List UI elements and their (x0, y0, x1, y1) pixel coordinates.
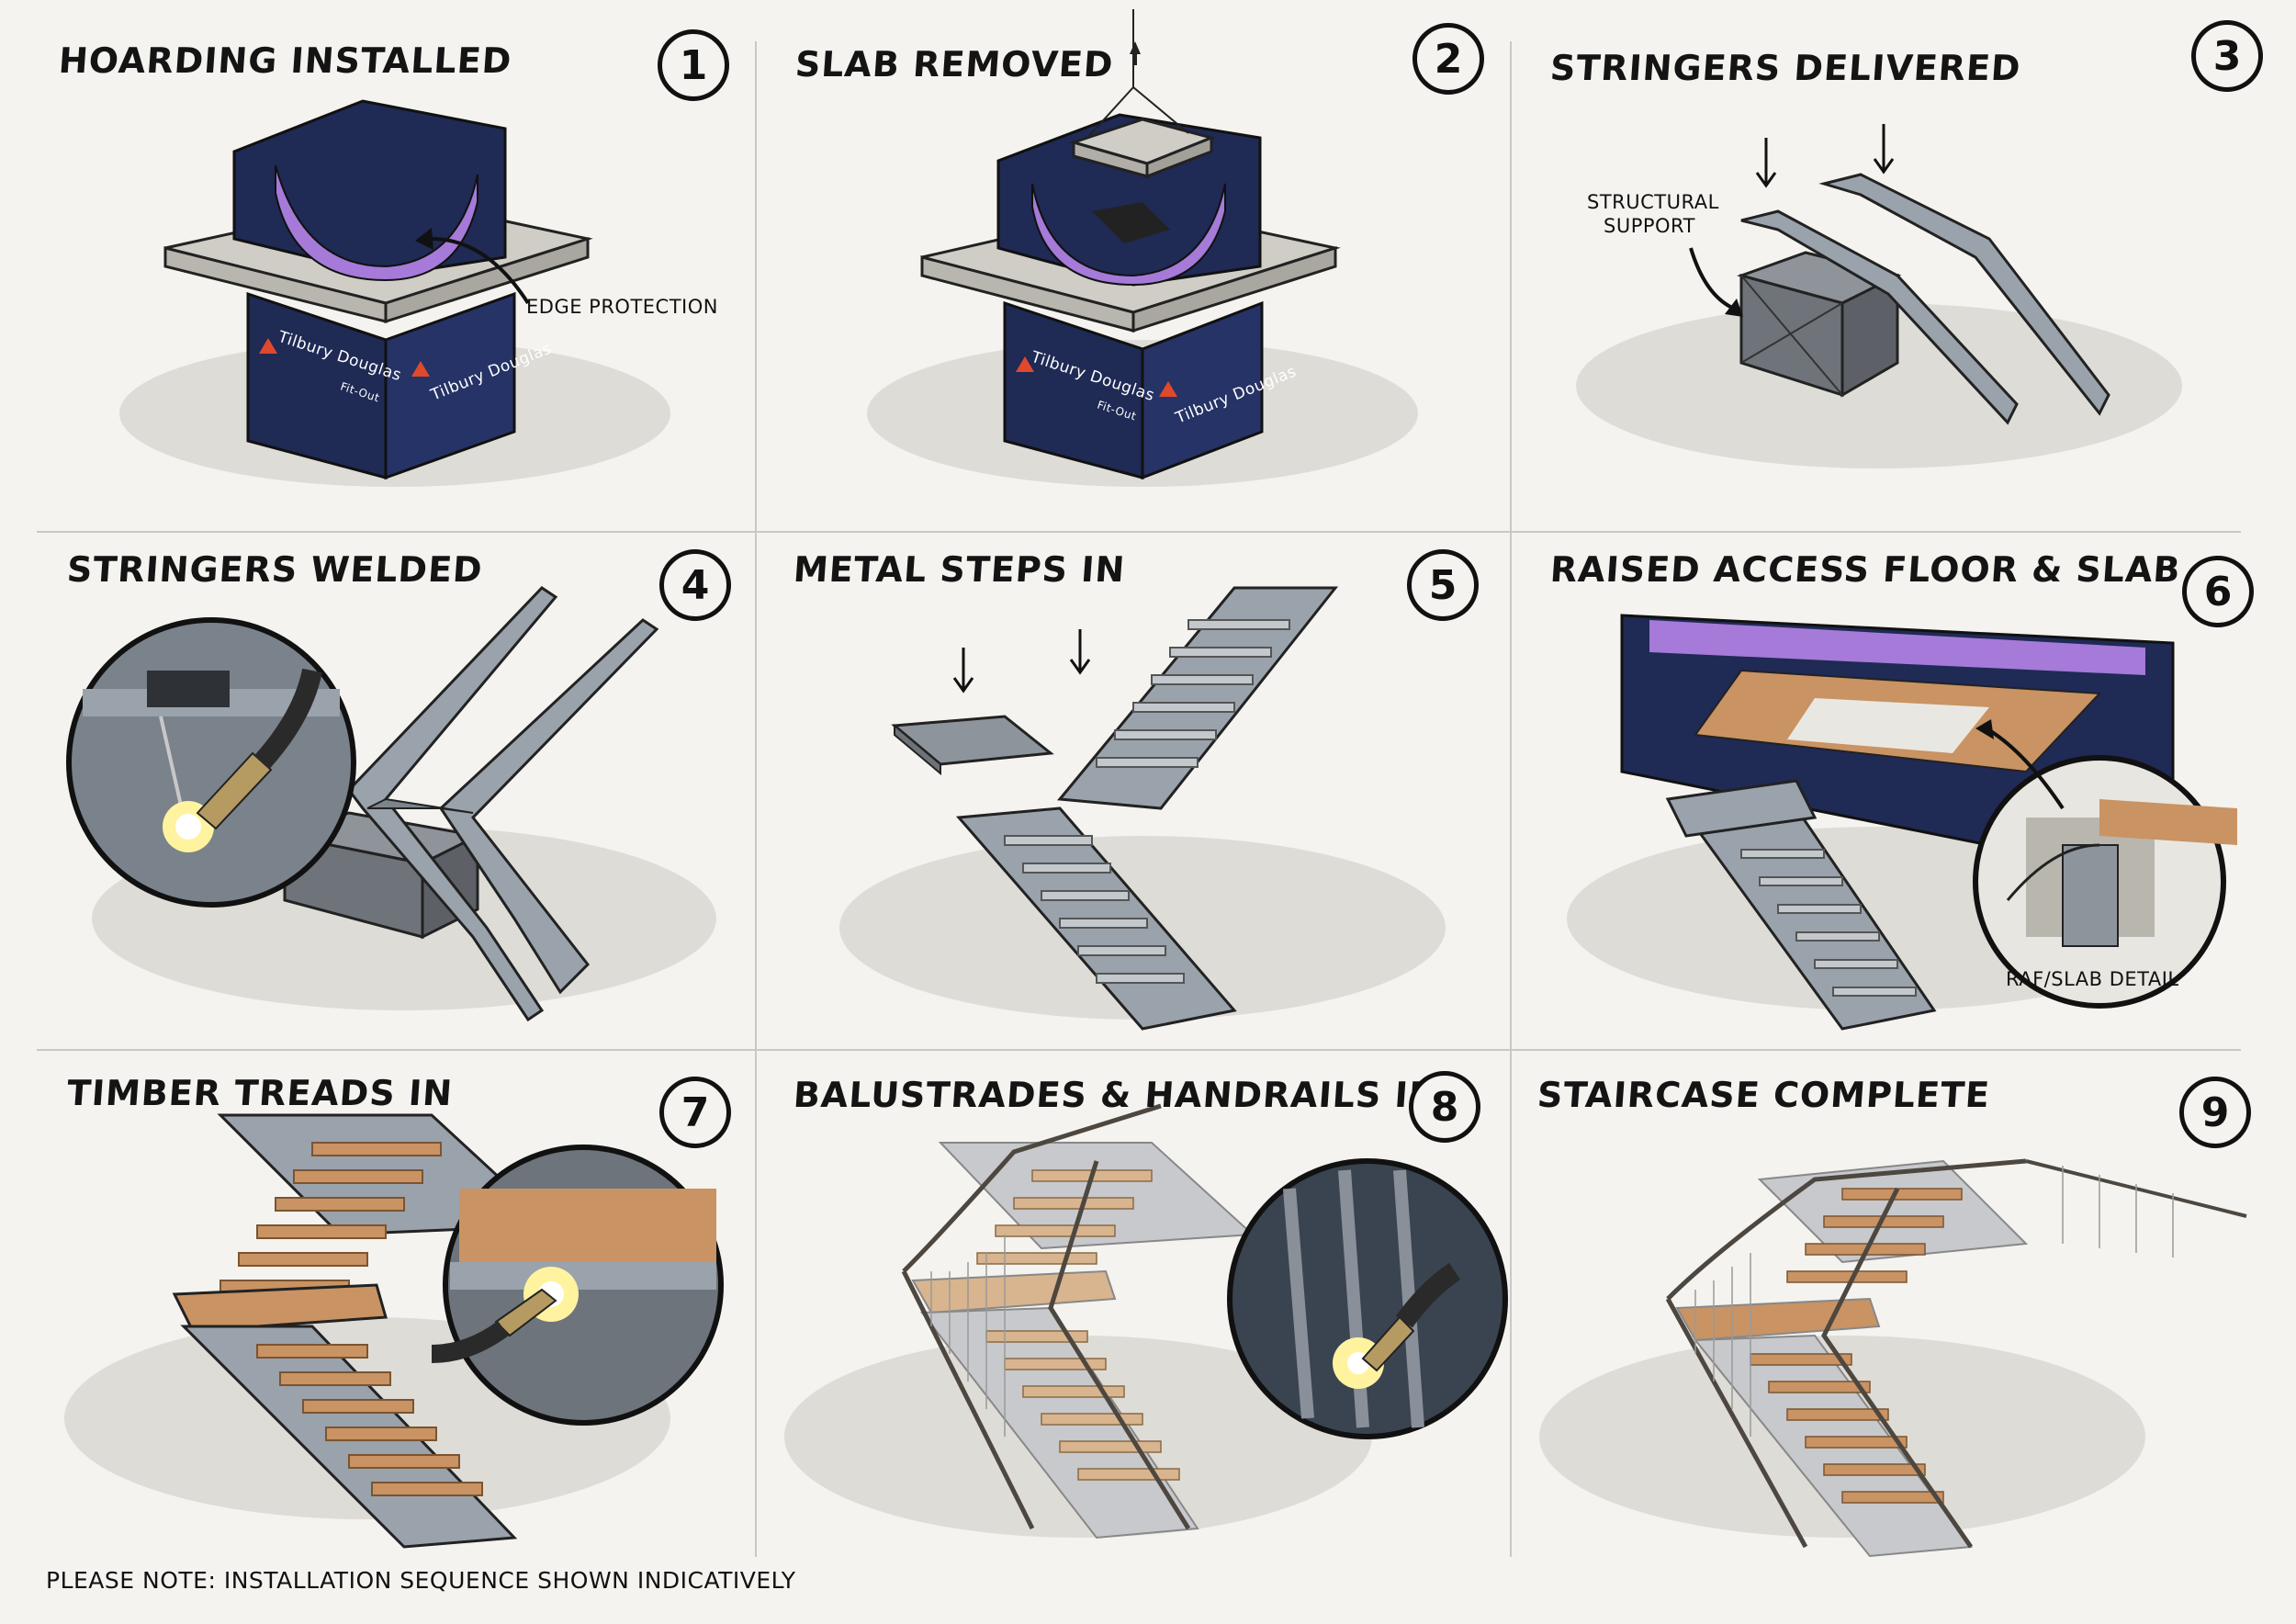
panel-5: METAL STEPS IN 5 (757, 533, 1510, 1049)
footer-note: PLEASE NOTE: INSTALLATION SEQUENCE SHOWN… (46, 1567, 796, 1594)
brand-logo-icon (259, 338, 277, 354)
edge-protection-label: EDGE PROTECTION (526, 296, 718, 318)
panel-title: TIMBER TREADS IN (65, 1073, 455, 1113)
horizontal-divider-2 (37, 1049, 2241, 1051)
hoarding-illustration (119, 99, 670, 487)
panel-title: STRINGERS DELIVERED (1548, 48, 2023, 88)
panel-title: METAL STEPS IN (792, 549, 1127, 590)
panel-title: HOARDING INSTALLED (57, 40, 513, 81)
step-number-badge: 8 (1409, 1071, 1480, 1143)
brand-logo-icon (411, 361, 430, 377)
panel-2: SLAB REMOVED 2 Tilbury Douglas Tilbury D… (757, 0, 1510, 531)
panel-9: STAIRCASE COMPLETE 9 (1512, 1051, 2296, 1562)
stringers-welded-illustration (66, 586, 716, 1022)
brand-logo-icon (1016, 356, 1034, 372)
brand-logo-icon (1159, 381, 1177, 397)
horizontal-divider-1 (37, 531, 2241, 533)
panel-7: TIMBER TREADS IN 7 (0, 1051, 755, 1562)
step-number-badge: 7 (659, 1077, 731, 1148)
step-number-badge: 1 (658, 29, 729, 101)
panel-6: RAISED ACCESS FLOOR & SLAB 6 RAF/SLAB DE… (1512, 533, 2296, 1049)
step-number-badge: 5 (1407, 549, 1479, 621)
step-number-badge: 9 (2179, 1077, 2251, 1148)
slab-removed-illustration (867, 9, 1418, 487)
panel-title: STAIRCASE COMPLETE (1536, 1075, 1992, 1115)
balustrades-illustration (784, 1103, 1508, 1539)
panel-4: STRINGERS WELDED 4 (0, 533, 755, 1049)
panel-3: STRINGERS DELIVERED 3 STRUCTURAL SUPPORT (1512, 0, 2296, 531)
metal-steps-illustration (839, 586, 1446, 1031)
timber-treads-illustration (64, 1113, 724, 1549)
panel-8: BALUSTRADES & HANDRAILS IN 8 (757, 1051, 1510, 1562)
panel-title: SLAB REMOVED (793, 44, 1115, 85)
panel-title: RAISED ACCESS FLOOR & SLAB (1548, 549, 2183, 590)
panel-title: BALUSTRADES & HANDRAILS IN (792, 1075, 1441, 1115)
step-number-badge: 4 (659, 549, 731, 621)
panel-title: STRINGERS WELDED (65, 549, 485, 590)
vertical-divider-1 (755, 41, 757, 1557)
structural-support-label-line2: SUPPORT (1604, 215, 1695, 237)
panel-1: HOARDING INSTALLED 1 EDGE PROTECTION Til… (0, 0, 755, 531)
staircase-complete-illustration (1539, 1158, 2247, 1558)
vertical-divider-2 (1510, 41, 1512, 1557)
step-number-badge: 3 (2191, 20, 2263, 92)
step-number-badge: 6 (2182, 556, 2254, 627)
stringers-delivered-illustration (1576, 124, 2182, 468)
raf-slab-detail-label: RAF/SLAB DETAIL (2006, 968, 2179, 990)
raised-access-floor-illustration (1567, 614, 2237, 1031)
structural-support-label-line1: STRUCTURAL (1587, 191, 1719, 213)
step-number-badge: 2 (1412, 23, 1484, 95)
